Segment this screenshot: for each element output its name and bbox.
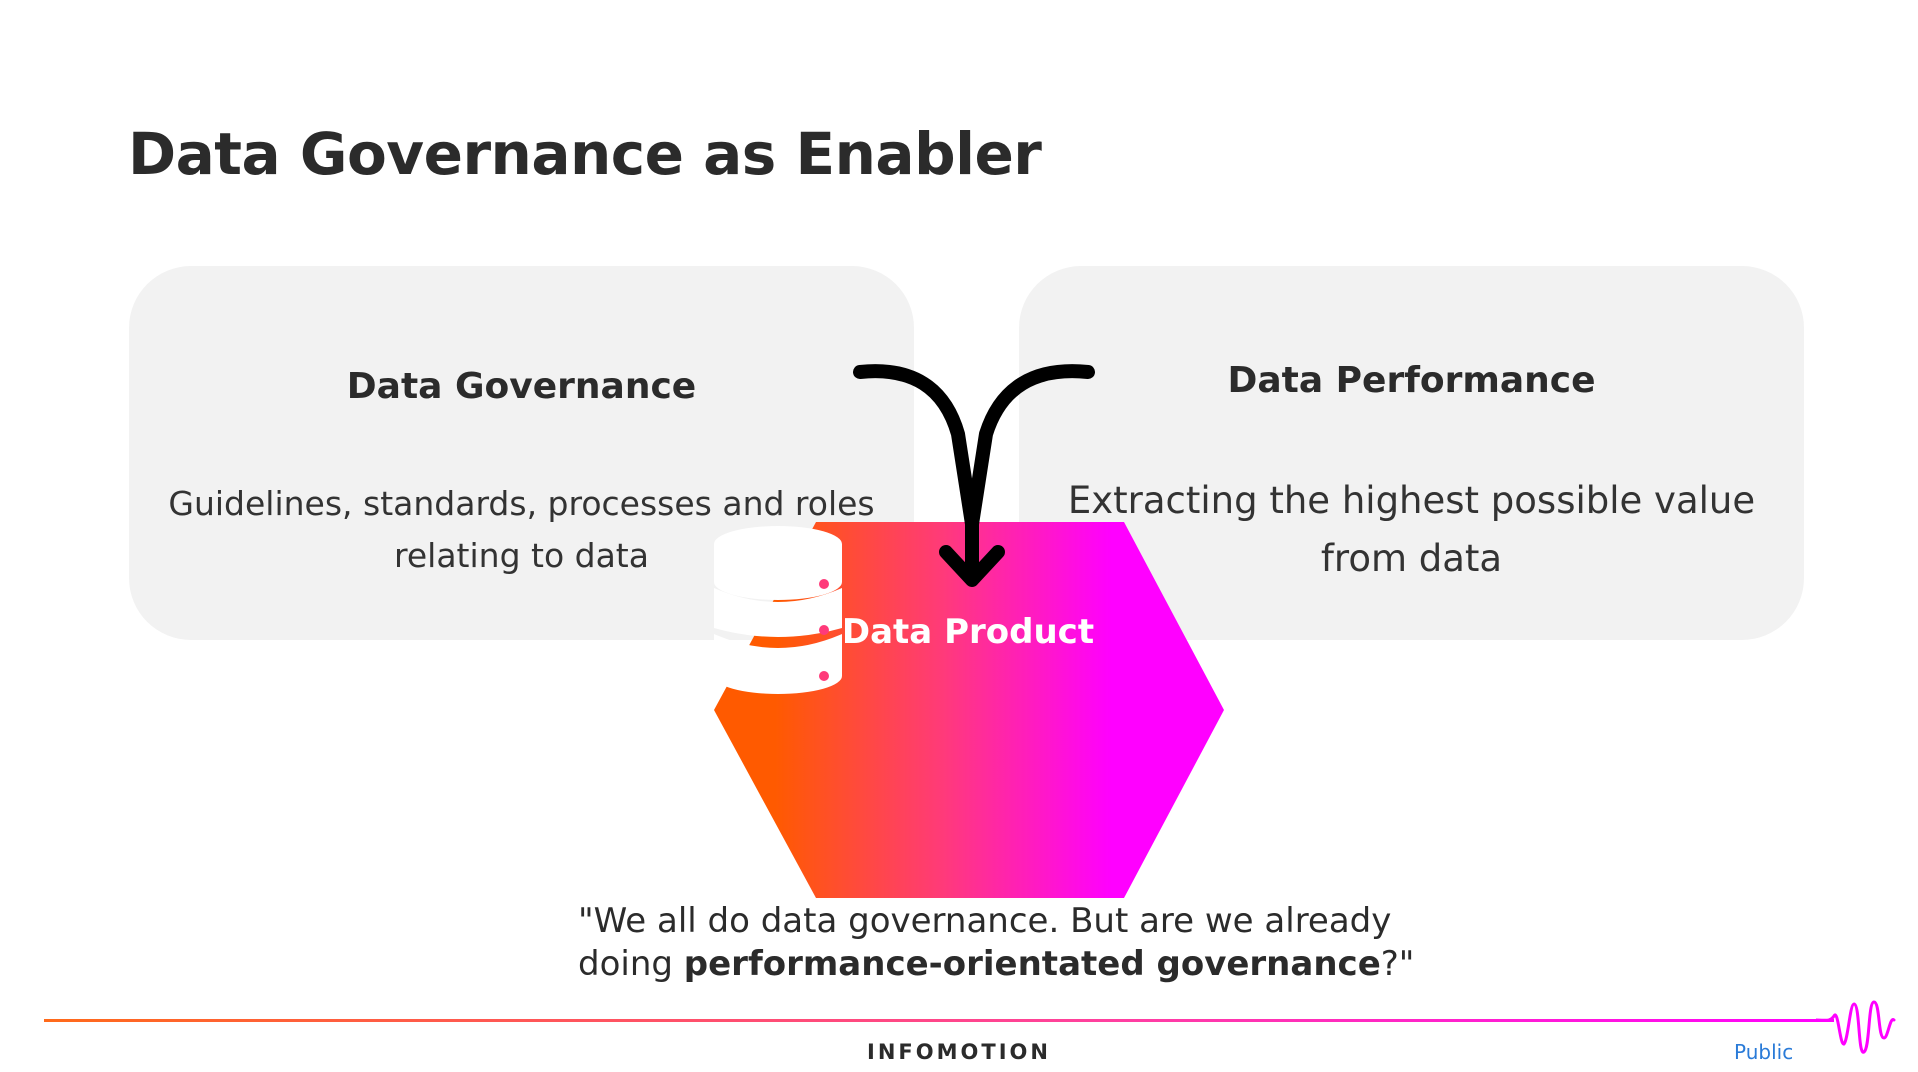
data-performance-heading: Data Performance [1227,360,1596,401]
quote-line-2-suffix: ?" [1380,944,1415,984]
classification-label: Public [1734,1040,1794,1064]
governance-quote: "We all do data governance. But are we a… [578,900,1414,986]
footer-divider [44,1019,1834,1022]
footer-brand: INFOMOTION [867,1040,1051,1064]
data-performance-description: Extracting the highest possible value fr… [1067,479,1756,580]
page-title: Data Governance as Enabler [128,120,1042,188]
data-governance-description: Guidelines, standards, processes and rol… [168,484,875,575]
quote-emphasis: performance-orientated governance [683,944,1381,984]
data-product-hexagon: Data Product [712,522,1224,898]
quote-line-2-prefix: doing [578,944,684,984]
merge-arrow-icon [853,364,1095,587]
data-governance-card: Data Governance Guidelines, standards, p… [129,266,914,640]
quote-line-1: "We all do data governance. But are we a… [578,901,1392,941]
database-icon [714,526,842,694]
data-product-label: Data Product [841,612,1095,652]
brand-wave-icon [1816,1000,1896,1054]
data-governance-heading: Data Governance [346,366,697,407]
